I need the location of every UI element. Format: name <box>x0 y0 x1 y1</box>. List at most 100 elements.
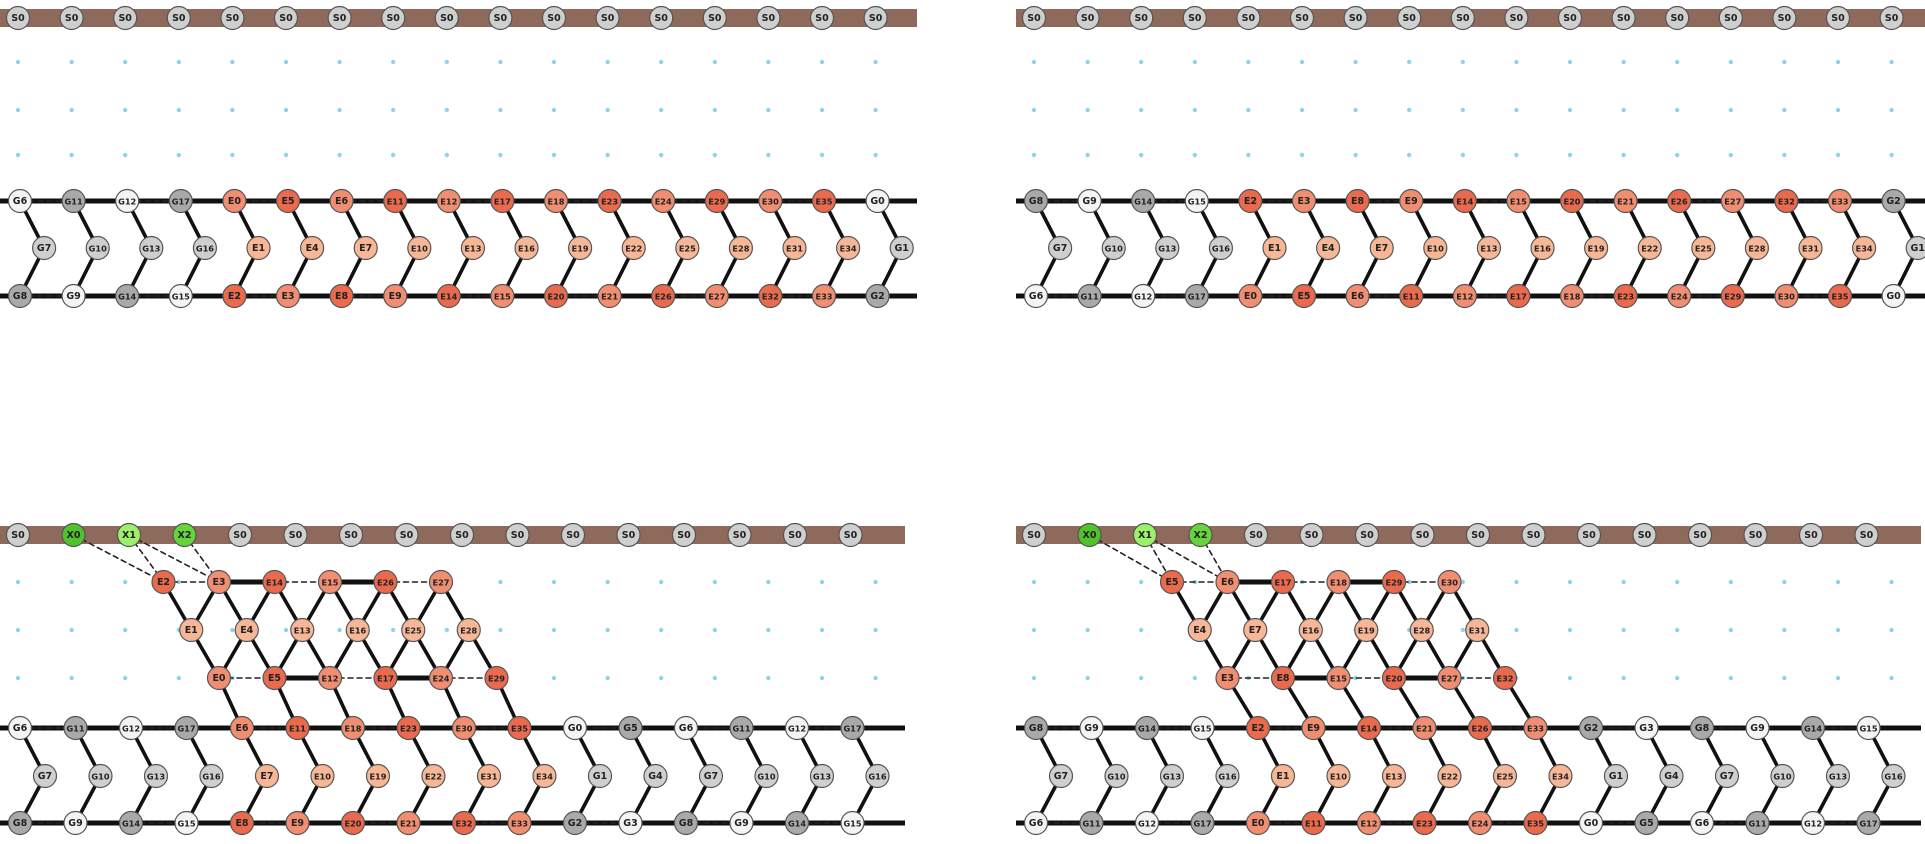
qubit-node-g16[interactable]: G16 <box>1881 763 1906 789</box>
qubit-node-e2[interactable]: E2 <box>1245 715 1271 741</box>
qubit-node-g0[interactable]: G0 <box>865 188 890 214</box>
qubit-node-g11[interactable]: G11 <box>1745 810 1770 836</box>
qubit-node-e8[interactable]: E8 <box>329 283 354 309</box>
qubit-node-g8[interactable]: G8 <box>7 810 33 836</box>
qubit-node-e33[interactable]: E33 <box>507 810 532 836</box>
qubit-node-e27[interactable]: E27 <box>1437 665 1462 691</box>
qubit-node-e20[interactable]: E20 <box>340 810 366 836</box>
qubit-node-e8[interactable]: E8 <box>1270 665 1296 691</box>
qubit-node-e15[interactable]: E15 <box>1506 188 1531 214</box>
qubit-node-s0[interactable]: S0 <box>1410 522 1435 548</box>
qubit-node-e17[interactable]: E17 <box>1506 283 1531 309</box>
qubit-node-s0[interactable]: S0 <box>1450 5 1475 31</box>
qubit-node-s0[interactable]: S0 <box>1243 522 1269 548</box>
qubit-node-g14[interactable]: G14 <box>1131 188 1156 214</box>
qubit-node-g11[interactable]: G11 <box>61 188 86 214</box>
qubit-node-g11[interactable]: G11 <box>63 715 88 741</box>
qubit-node-e13[interactable]: E13 <box>290 617 315 643</box>
qubit-node-g14[interactable]: G14 <box>784 810 810 836</box>
qubit-node-g7[interactable]: G7 <box>698 763 724 789</box>
qubit-node-g12[interactable]: G12 <box>1131 283 1156 309</box>
qubit-node-s0[interactable]: S0 <box>5 522 31 548</box>
qubit-node-e14[interactable]: E14 <box>262 569 287 595</box>
qubit-node-e34[interactable]: E34 <box>1852 235 1877 261</box>
qubit-node-g12[interactable]: G12 <box>1800 810 1826 836</box>
qubit-node-g16[interactable]: G16 <box>1215 763 1240 789</box>
qubit-node-s0[interactable]: S0 <box>1632 522 1657 548</box>
qubit-node-e28[interactable]: E28 <box>1744 235 1770 261</box>
qubit-node-e2[interactable]: E2 <box>1238 188 1263 214</box>
qubit-node-g11[interactable]: G11 <box>729 715 754 741</box>
qubit-node-e25[interactable]: E25 <box>1691 235 1716 261</box>
qubit-node-g14[interactable]: G14 <box>1800 715 1826 741</box>
qubit-node-s0[interactable]: S0 <box>1611 5 1636 31</box>
qubit-node-s0[interactable]: S0 <box>560 522 586 548</box>
qubit-node-s0[interactable]: S0 <box>1825 5 1851 31</box>
qubit-node-s0[interactable]: S0 <box>838 522 863 548</box>
qubit-node-e7[interactable]: E7 <box>1369 235 1394 261</box>
qubit-node-g15[interactable]: G15 <box>1856 715 1881 741</box>
qubit-node-g7[interactable]: G7 <box>1048 235 1073 261</box>
qubit-node-e1[interactable]: E1 <box>246 235 271 261</box>
qubit-node-e21[interactable]: E21 <box>396 810 421 836</box>
qubit-node-g15[interactable]: G15 <box>1190 715 1215 741</box>
qubit-node-g6[interactable]: G6 <box>7 715 33 741</box>
qubit-node-e10[interactable]: E10 <box>407 235 432 261</box>
qubit-node-e13[interactable]: E13 <box>1381 763 1407 789</box>
qubit-node-s0[interactable]: S0 <box>1576 522 1602 548</box>
qubit-node-e21[interactable]: E21 <box>597 283 622 309</box>
qubit-node-s0[interactable]: S0 <box>166 5 191 31</box>
qubit-node-g9[interactable]: G9 <box>729 810 754 836</box>
qubit-node-e18[interactable]: E18 <box>1326 569 1351 595</box>
qubit-node-e3[interactable]: E3 <box>1291 188 1317 214</box>
qubit-node-s0[interactable]: S0 <box>1354 522 1380 548</box>
qubit-node-g1[interactable]: G1 <box>889 235 914 261</box>
qubit-node-s0[interactable]: S0 <box>1182 5 1207 31</box>
qubit-node-e23[interactable]: E23 <box>396 715 421 741</box>
qubit-node-e11[interactable]: E11 <box>1301 810 1326 836</box>
qubit-node-e14[interactable]: E14 <box>436 283 461 309</box>
qubit-node-e15[interactable]: E15 <box>1326 665 1351 691</box>
qubit-node-g0[interactable]: G0 <box>1881 283 1906 309</box>
qubit-node-e25[interactable]: E25 <box>675 235 700 261</box>
qubit-node-e10[interactable]: E10 <box>1423 235 1448 261</box>
qubit-node-e6[interactable]: E6 <box>329 188 354 214</box>
qubit-node-e18[interactable]: E18 <box>543 188 569 214</box>
qubit-node-e7[interactable]: E7 <box>1243 617 1268 643</box>
qubit-node-g16[interactable]: G16 <box>1208 235 1234 261</box>
qubit-node-g5[interactable]: G5 <box>1634 810 1659 836</box>
qubit-node-g0[interactable]: G0 <box>562 715 588 741</box>
qubit-node-g1[interactable]: G1 <box>1905 235 1925 261</box>
qubit-node-e5[interactable]: E5 <box>275 188 301 214</box>
qubit-node-e30[interactable]: E30 <box>451 715 477 741</box>
qubit-node-e4[interactable]: E4 <box>234 617 259 643</box>
qubit-node-s0[interactable]: S0 <box>595 5 620 31</box>
qubit-node-g13[interactable]: G13 <box>139 235 164 261</box>
qubit-node-g13[interactable]: G13 <box>1825 763 1851 789</box>
qubit-node-e6[interactable]: E6 <box>229 715 255 741</box>
qubit-node-e15[interactable]: E15 <box>490 283 515 309</box>
qubit-node-e17[interactable]: E17 <box>490 188 515 214</box>
qubit-node-g17[interactable]: G17 <box>1190 810 1215 836</box>
qubit-node-e0[interactable]: E0 <box>222 188 247 214</box>
qubit-node-s0[interactable]: S0 <box>671 522 697 548</box>
qubit-node-g10[interactable]: G10 <box>85 235 110 261</box>
qubit-node-g9[interactable]: G9 <box>61 283 86 309</box>
qubit-node-s0[interactable]: S0 <box>649 5 674 31</box>
qubit-node-e14[interactable]: E14 <box>1452 188 1477 214</box>
qubit-node-g17[interactable]: G17 <box>1856 810 1881 836</box>
qubit-node-s0[interactable]: S0 <box>505 522 530 548</box>
qubit-node-e12[interactable]: E12 <box>317 665 343 691</box>
qubit-node-e2[interactable]: E2 <box>222 283 247 309</box>
qubit-node-e16[interactable]: E16 <box>1530 235 1555 261</box>
qubit-node-e32[interactable]: E32 <box>1774 188 1799 214</box>
qubit-node-g17[interactable]: G17 <box>174 715 199 741</box>
qubit-node-e20[interactable]: E20 <box>543 283 569 309</box>
qubit-node-e29[interactable]: E29 <box>1720 283 1745 309</box>
qubit-node-s0[interactable]: S0 <box>381 5 406 31</box>
qubit-node-e4[interactable]: E4 <box>1316 235 1341 261</box>
qubit-node-g17[interactable]: G17 <box>168 188 193 214</box>
qubit-node-e24[interactable]: E24 <box>1667 283 1692 309</box>
qubit-node-s0[interactable]: S0 <box>1521 522 1546 548</box>
qubit-node-e24[interactable]: E24 <box>428 665 454 691</box>
